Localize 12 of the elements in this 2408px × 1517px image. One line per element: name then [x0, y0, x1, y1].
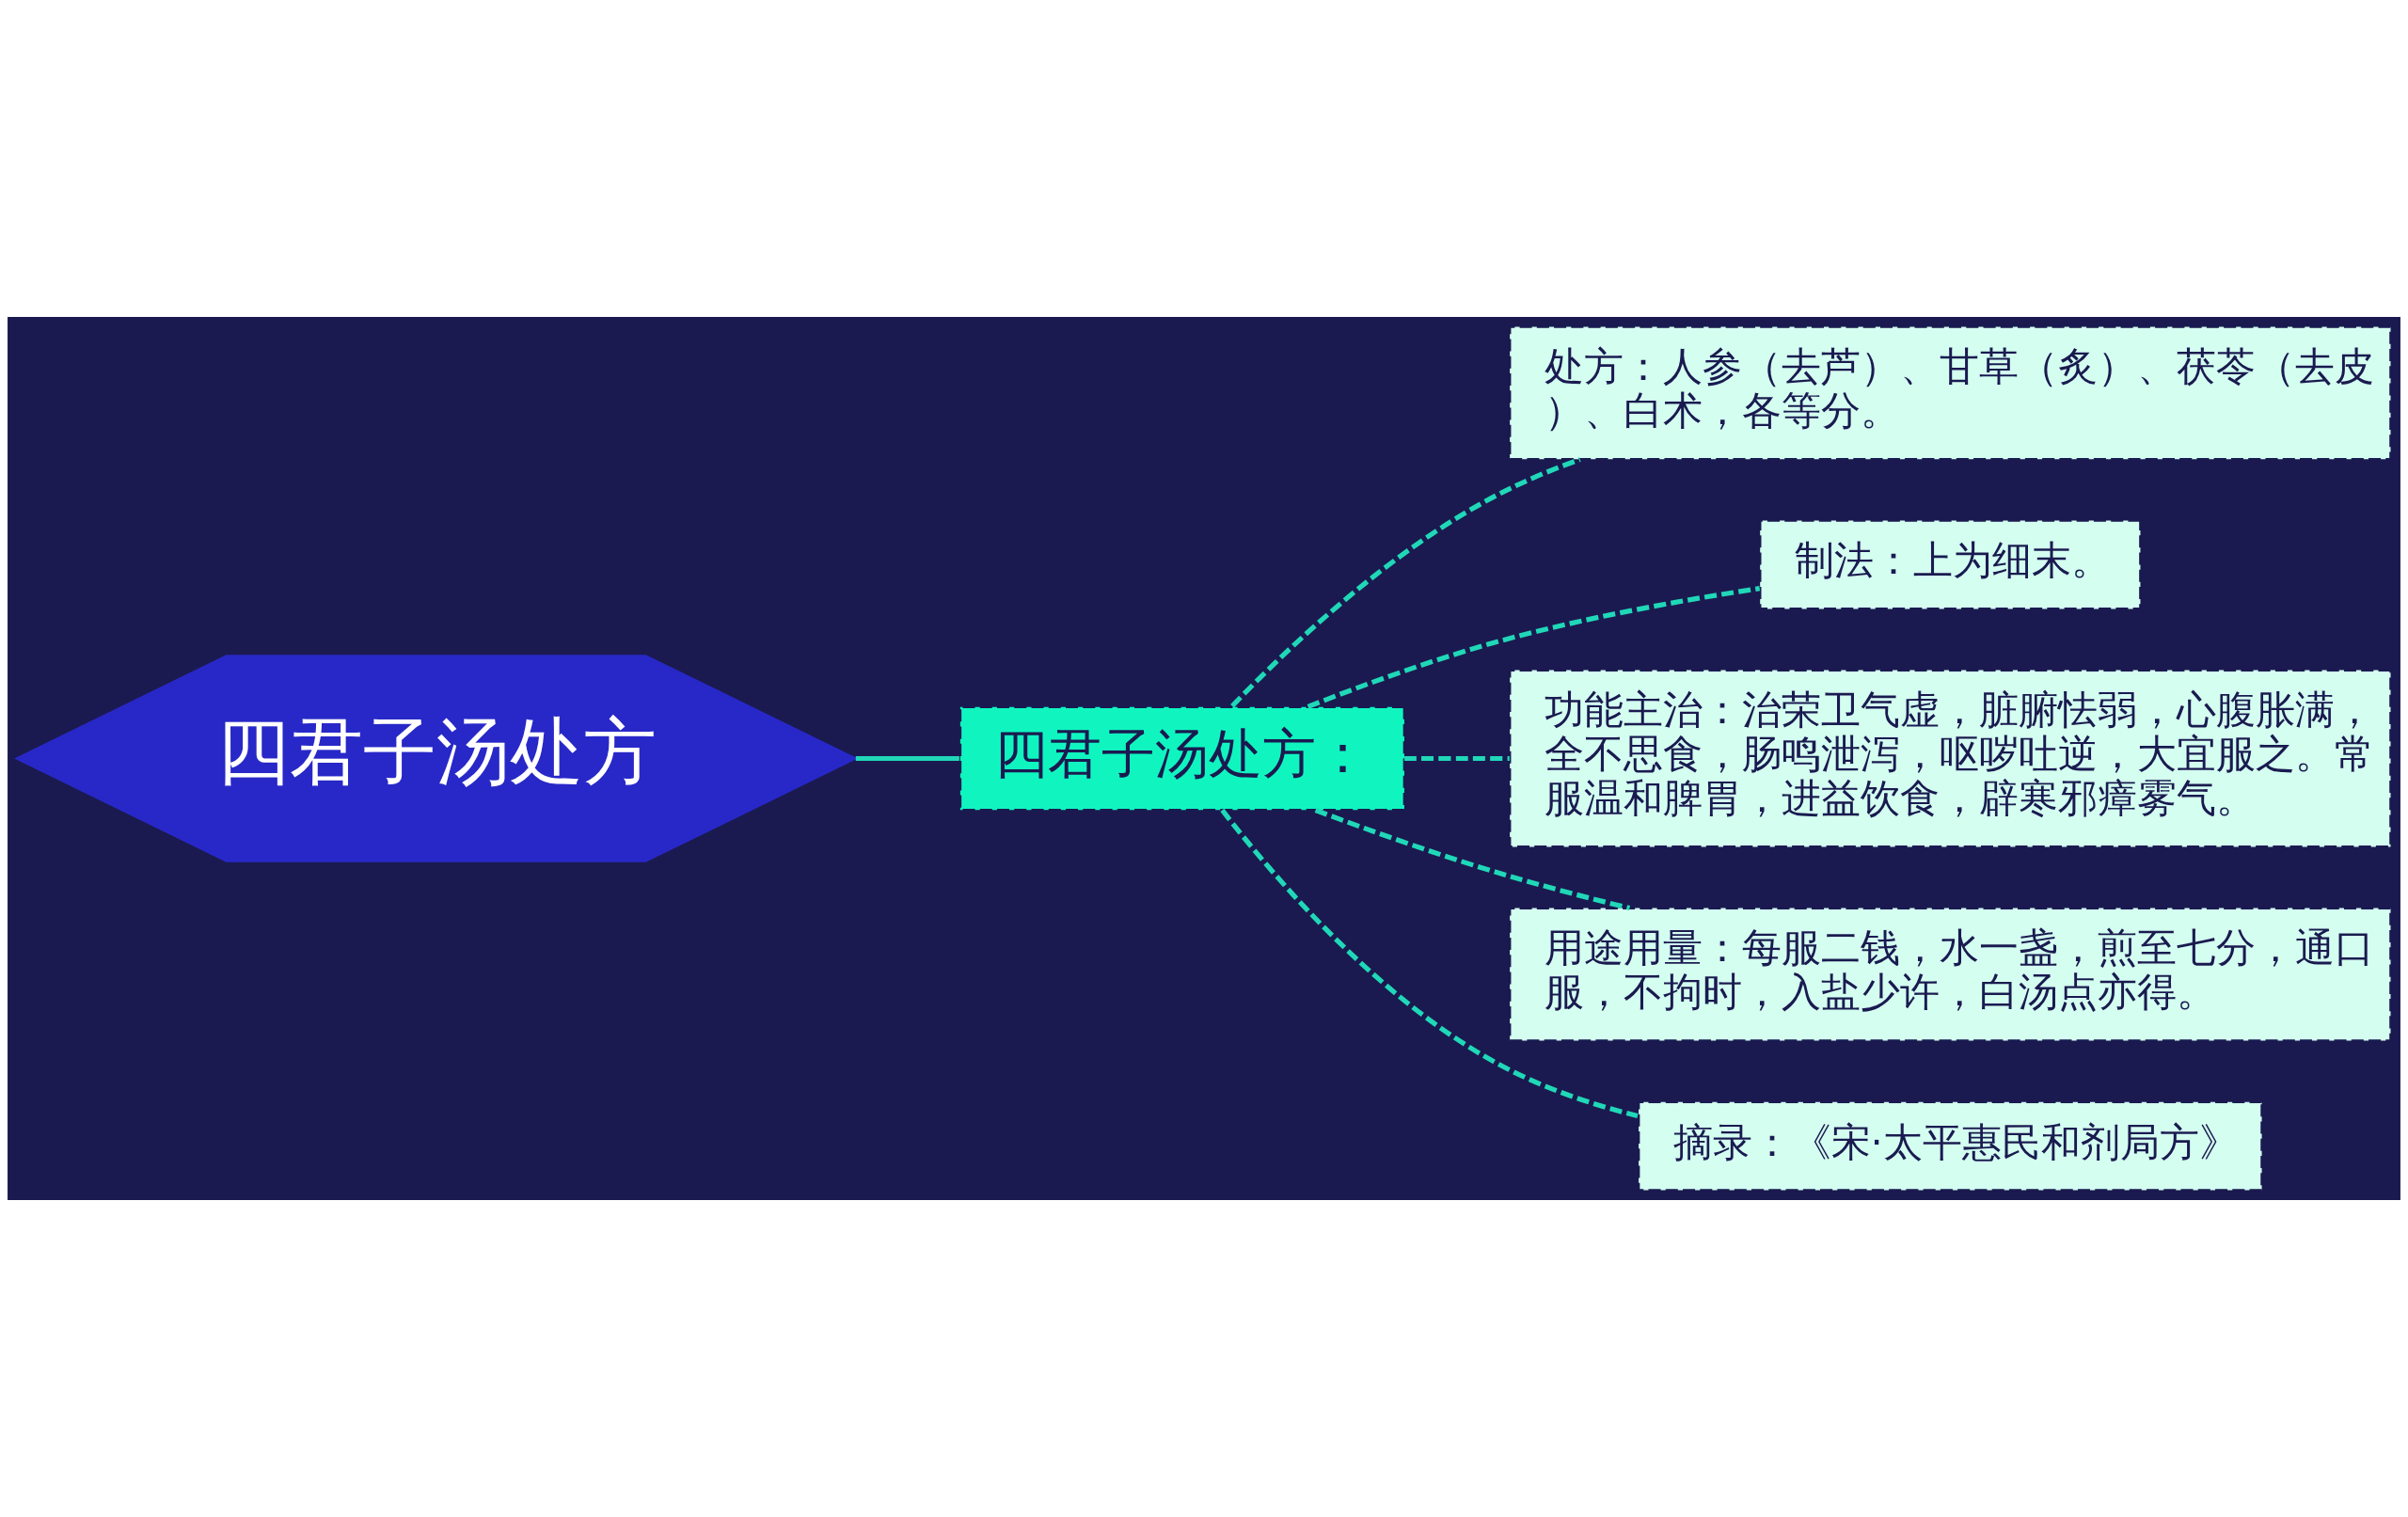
node-box: 四君子汤处方：	[958, 705, 1406, 812]
connector	[1307, 586, 1761, 709]
node-box: 摘录：《宋·太平惠民和剂局方》	[1637, 1100, 2263, 1192]
connector	[1314, 808, 1631, 911]
node-box: 制法：上为细末。	[1758, 519, 2142, 610]
connector	[855, 755, 959, 762]
connector	[1404, 755, 1510, 762]
connector	[1230, 457, 1581, 708]
node-box: 处方：人参（去芦）、甘草（炙）、茯苓（去皮）、白术，各等分。	[1508, 325, 2392, 461]
node-box: 功能主治：治荣卫气虚，脏腑怯弱，心腹胀满，全不思食，肠鸣泄泻，呕哕吐逆，大宜服之。常服温和脾胃，进益饮食，辟寒邪瘴雾气。	[1508, 669, 2392, 848]
connector	[1220, 808, 1639, 1119]
node-box: 用途用量：每服二钱，水一盏，煎至七分，通口服，不拘时，入盐少许，白汤点亦得。	[1508, 907, 2392, 1042]
